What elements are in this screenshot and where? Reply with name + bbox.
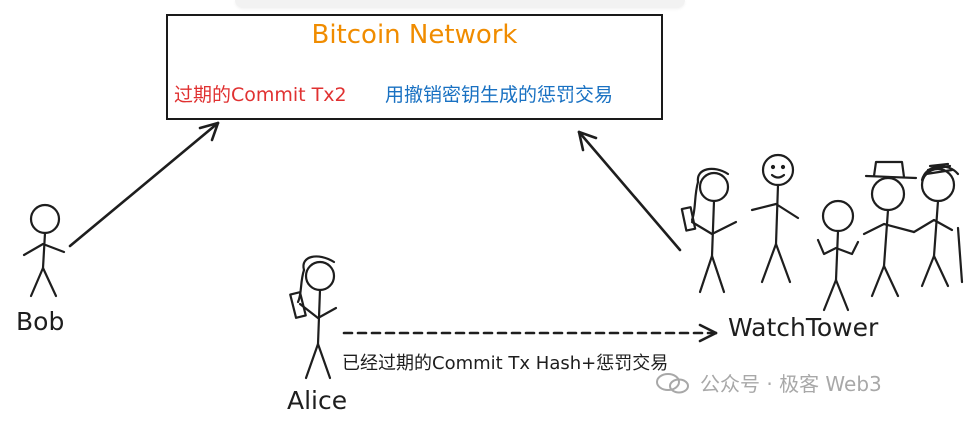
alice-head (304, 260, 336, 292)
bob-label: Bob (16, 307, 65, 336)
alice-label: Alice (287, 386, 348, 415)
expired-commit-tx-label: 过期的Commit Tx2 (174, 84, 347, 106)
penalty-tx-label: 用撤销密钥生成的惩罚交易 (385, 84, 614, 106)
bob-to-network-arrow (68, 121, 220, 248)
watchtower-figure-2 (750, 153, 800, 284)
bob-legs (29, 266, 58, 298)
network-title: Bitcoin Network (311, 20, 518, 50)
watchtower-to-network-arrow (577, 130, 682, 252)
bob-body (41, 231, 47, 270)
alice-arms (298, 302, 338, 320)
watchtower-figure-1 (680, 167, 738, 294)
wechat-icon (656, 373, 689, 394)
watchtower-group (680, 153, 964, 312)
watchtower-figure-5 (912, 162, 964, 288)
watchtower-label: WatchTower (728, 313, 879, 342)
alice-legs (304, 342, 332, 380)
bitcoin-network-box: Bitcoin Network 过期的Commit Tx2 用撤销密钥生成的惩罚… (166, 14, 663, 120)
alice-hair (302, 255, 336, 272)
bob-figure (22, 203, 66, 298)
alice-phone (289, 291, 307, 319)
watchtower-figure-4 (862, 160, 918, 298)
message-label: 已经过期的Commit Tx Hash+惩罚交易 (342, 353, 669, 374)
alice-figure (289, 255, 338, 380)
watermark-text: 公众号 · 极客 Web3 (700, 372, 882, 396)
alice-to-watchtower-arrow (342, 323, 718, 343)
alice-ponytail (296, 268, 306, 304)
bob-arms (22, 242, 66, 257)
top-tab-edge (235, 0, 685, 8)
watchtower-figure-3 (816, 199, 860, 312)
bob-head (29, 203, 61, 235)
